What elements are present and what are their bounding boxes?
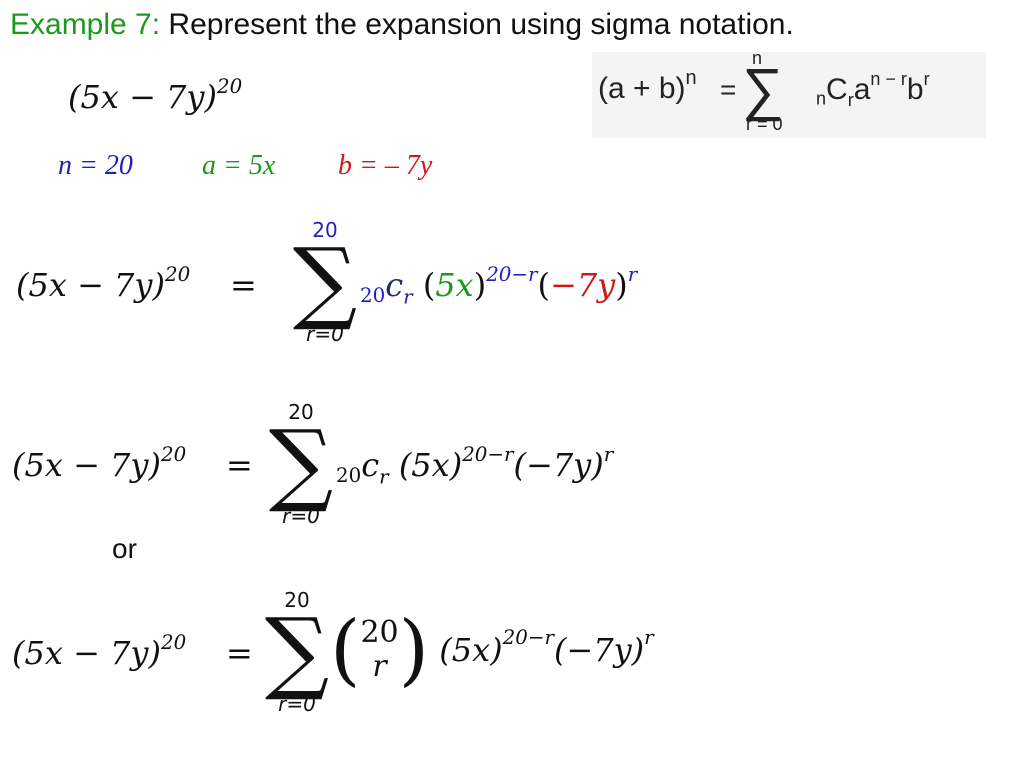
sigma-icon: ∑ xyxy=(264,599,330,704)
formula-sigma-top: n xyxy=(752,48,763,68)
eq1-lhs: (5x − 7y)20 xyxy=(16,263,191,304)
eq2-equals: = xyxy=(226,446,253,484)
formula-lhs: (a + b)n xyxy=(598,67,697,105)
eq2-sigma-top: 20 xyxy=(288,400,314,424)
eq2-summand: 20cr (5x)20−r(−7y)r xyxy=(336,443,614,489)
eq1-sigma-bottom: r=0 xyxy=(306,322,344,346)
var-b: b = – 7y xyxy=(338,150,433,181)
sigma-icon: ∑ xyxy=(268,411,334,516)
eq2-sigma-bottom: r=0 xyxy=(282,504,320,528)
slide-title: Example 7: Represent the expansion using… xyxy=(10,8,794,42)
eq2-sigma: 20 ∑ r=0 xyxy=(266,400,336,528)
var-a: a = 5x xyxy=(202,150,276,181)
expression-base: (5x − 7y) xyxy=(68,78,217,116)
title-text: Represent the expansion using sigma nota… xyxy=(168,8,794,41)
eq3-sigma-bottom: r=0 xyxy=(278,692,316,716)
formula-equals: = xyxy=(720,74,737,105)
binomial-theorem-formula: (a + b)n = n ∑ r = 0 nCran − rbr xyxy=(592,48,986,138)
given-expression: (5x − 7y)20 xyxy=(68,75,243,116)
eq3-sigma-top: 20 xyxy=(284,588,310,612)
eq3-equals: = xyxy=(226,634,253,672)
formula-sigma-bottom: r = 0 xyxy=(746,114,783,134)
eq1-equals: = xyxy=(230,266,257,304)
formula-term: nCran − rbr xyxy=(816,69,930,110)
eq3-lhs: (5x − 7y)20 xyxy=(12,631,187,672)
expression-power: 20 xyxy=(216,75,243,99)
eq3-sigma: 20 ∑ r=0 xyxy=(262,588,332,716)
eq2-lhs: (5x − 7y)20 xyxy=(12,443,187,484)
formula-sigma-icon: ∑ xyxy=(742,57,784,122)
or-text: or xyxy=(112,533,137,564)
sigma-icon: ∑ xyxy=(292,229,358,334)
eq1-summand: 20cr (5x)20−r(−7y)r xyxy=(360,263,638,309)
eq1-sigma: 20 ∑ r=0 xyxy=(290,218,360,346)
var-n: n = 20 xyxy=(58,150,133,181)
eq1-sigma-top: 20 xyxy=(312,218,338,242)
example-label: Example 7: xyxy=(10,8,161,41)
